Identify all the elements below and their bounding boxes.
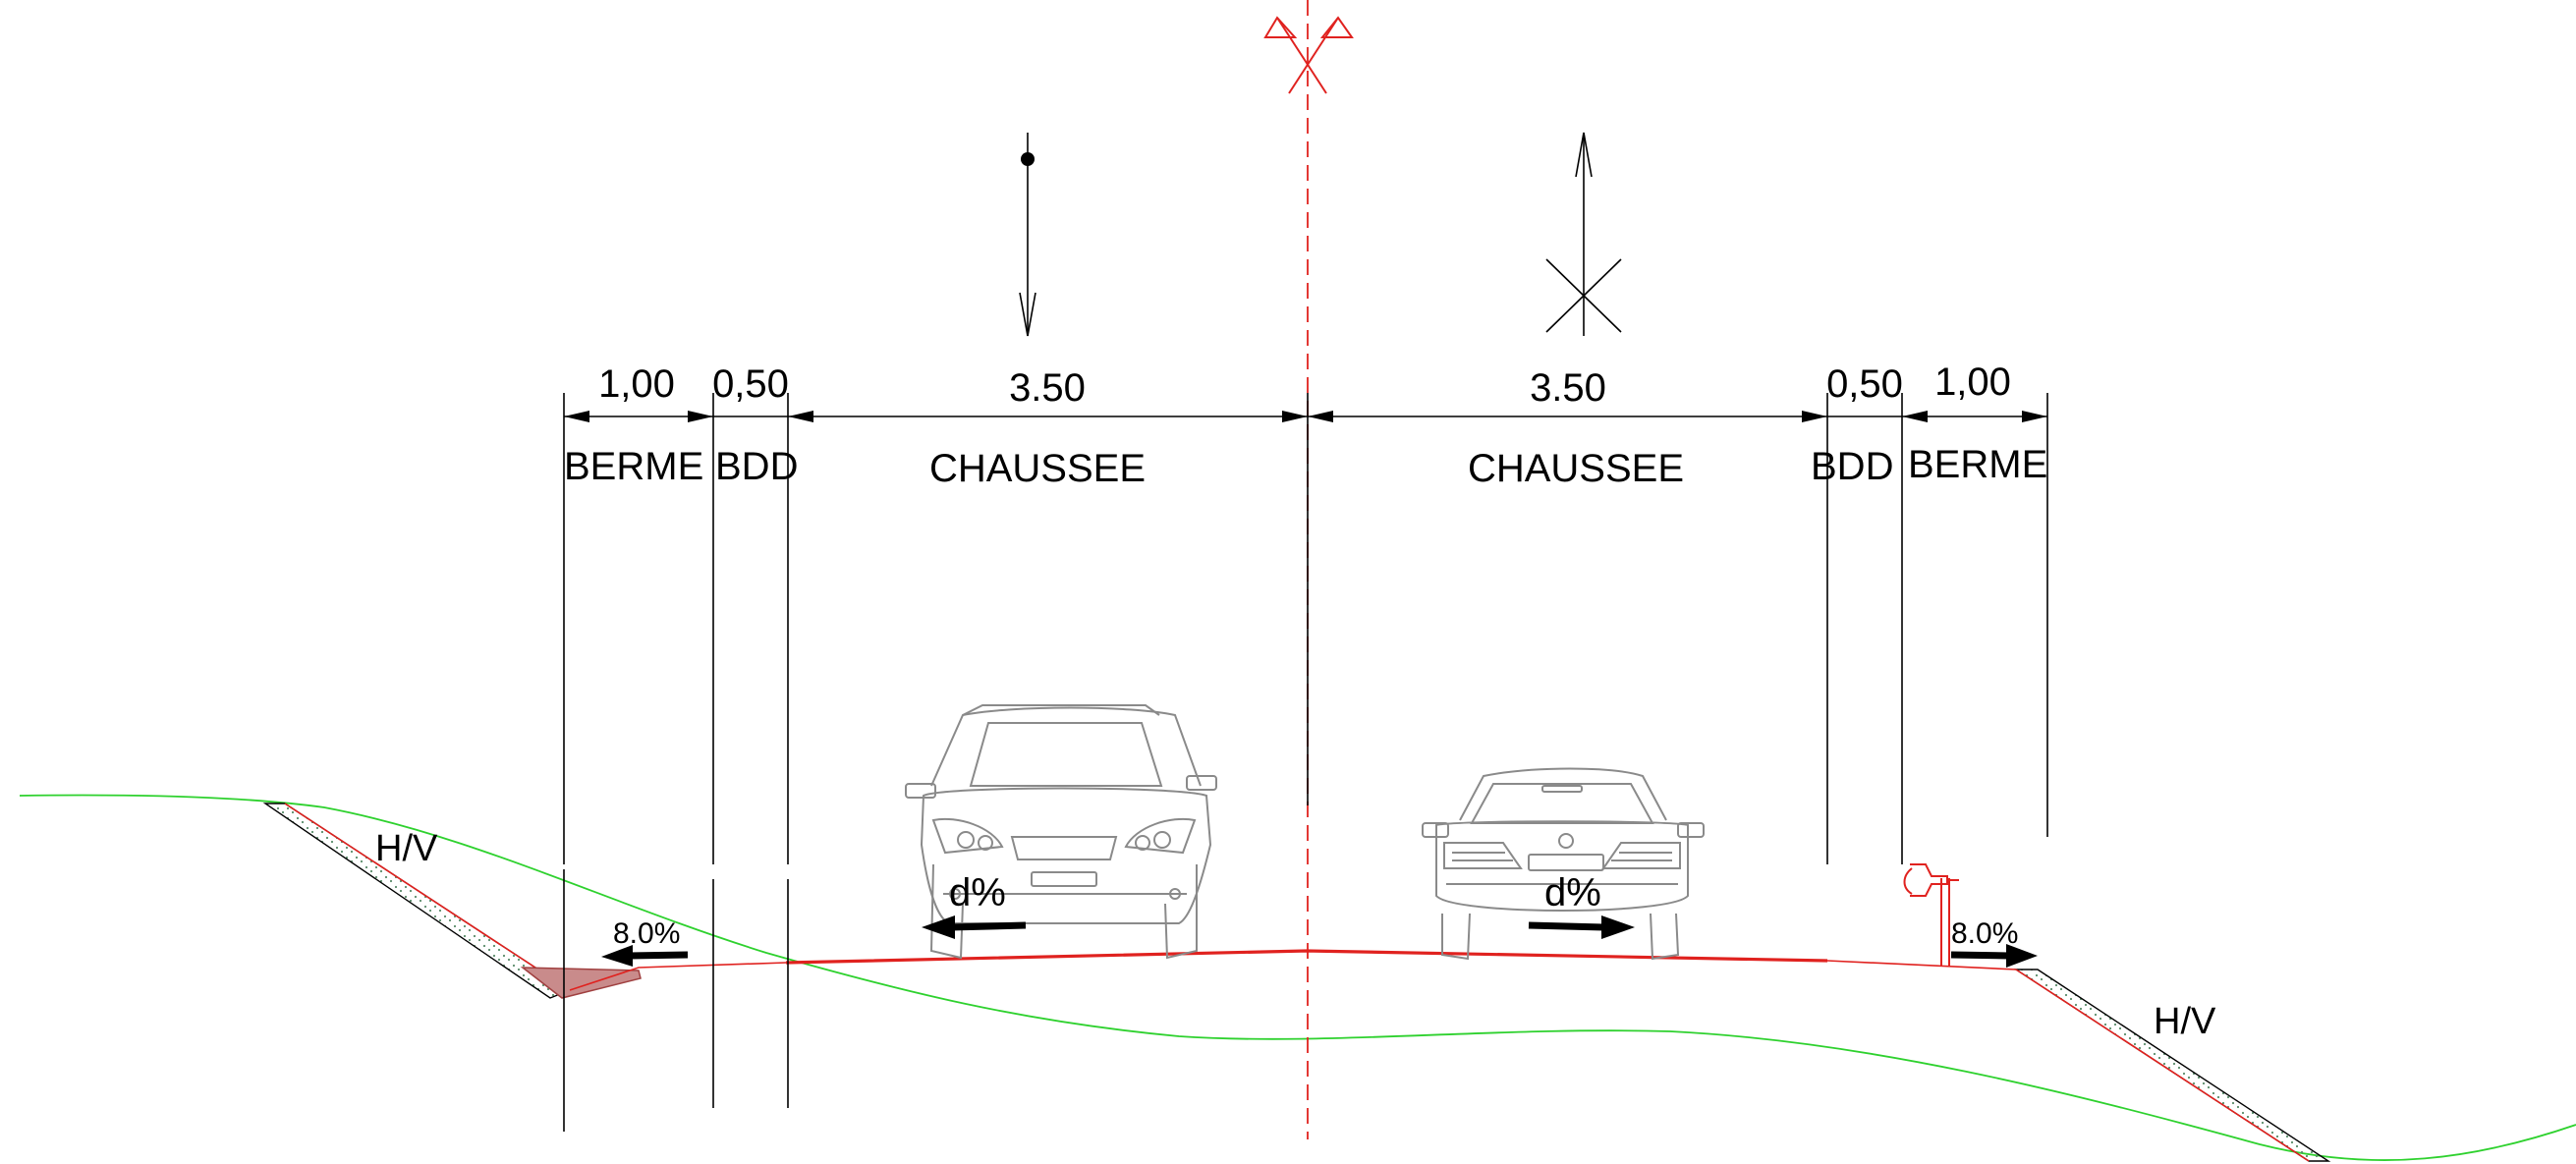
front-car-icon — [905, 704, 1217, 960]
finished-road-profile — [569, 949, 2017, 991]
dim-left-berme: 1,00 — [598, 362, 675, 406]
centerline-axis-icon — [1263, 16, 1354, 94]
left-lane-slope-arrow — [922, 915, 1027, 939]
roadside-sign-icon — [1903, 863, 1959, 967]
dim-right-berme: 1,00 — [1934, 360, 2011, 404]
label-left-chaussee: CHAUSSEE — [929, 447, 1146, 490]
left-embankment-ratio: H/V — [375, 828, 438, 869]
dimension-extension-lines — [563, 393, 2048, 1132]
dim-left-lane: 3.50 — [1009, 366, 1086, 410]
natural-terrain-line — [19, 794, 2576, 1161]
label-right-berme: BERME — [1908, 443, 2047, 486]
right-shoulder-slope-label: 8.0% — [1951, 917, 2018, 950]
dim-right-bdd: 0,50 — [1826, 362, 1903, 406]
rear-car-icon — [1422, 767, 1705, 961]
left-shoulder-slope-label: 8.0% — [613, 917, 680, 950]
traffic-toward-viewer-icon — [1019, 133, 1036, 337]
dim-right-lane: 3.50 — [1530, 366, 1606, 410]
right-lane-slope-arrow — [1528, 915, 1635, 939]
dimension-line — [564, 411, 2047, 422]
right-shoulder-slope-arrow — [1950, 944, 2038, 968]
traffic-away-from-viewer-icon — [1545, 132, 1622, 336]
label-right-bdd: BDD — [1811, 445, 1893, 488]
label-left-berme: BERME — [564, 445, 703, 488]
dim-left-bdd: 0,50 — [712, 362, 789, 406]
right-lane-slope-label: d% — [1544, 871, 1601, 915]
right-embankment-slope — [2013, 969, 2331, 1162]
label-left-bdd: BDD — [715, 445, 798, 488]
left-lane-slope-label: d% — [949, 871, 1006, 915]
label-right-chaussee: CHAUSSEE — [1468, 447, 1684, 490]
left-embankment-slope — [262, 803, 642, 999]
left-shoulder-slope-arrow — [601, 945, 689, 967]
right-embankment-ratio: H/V — [2154, 1001, 2216, 1042]
